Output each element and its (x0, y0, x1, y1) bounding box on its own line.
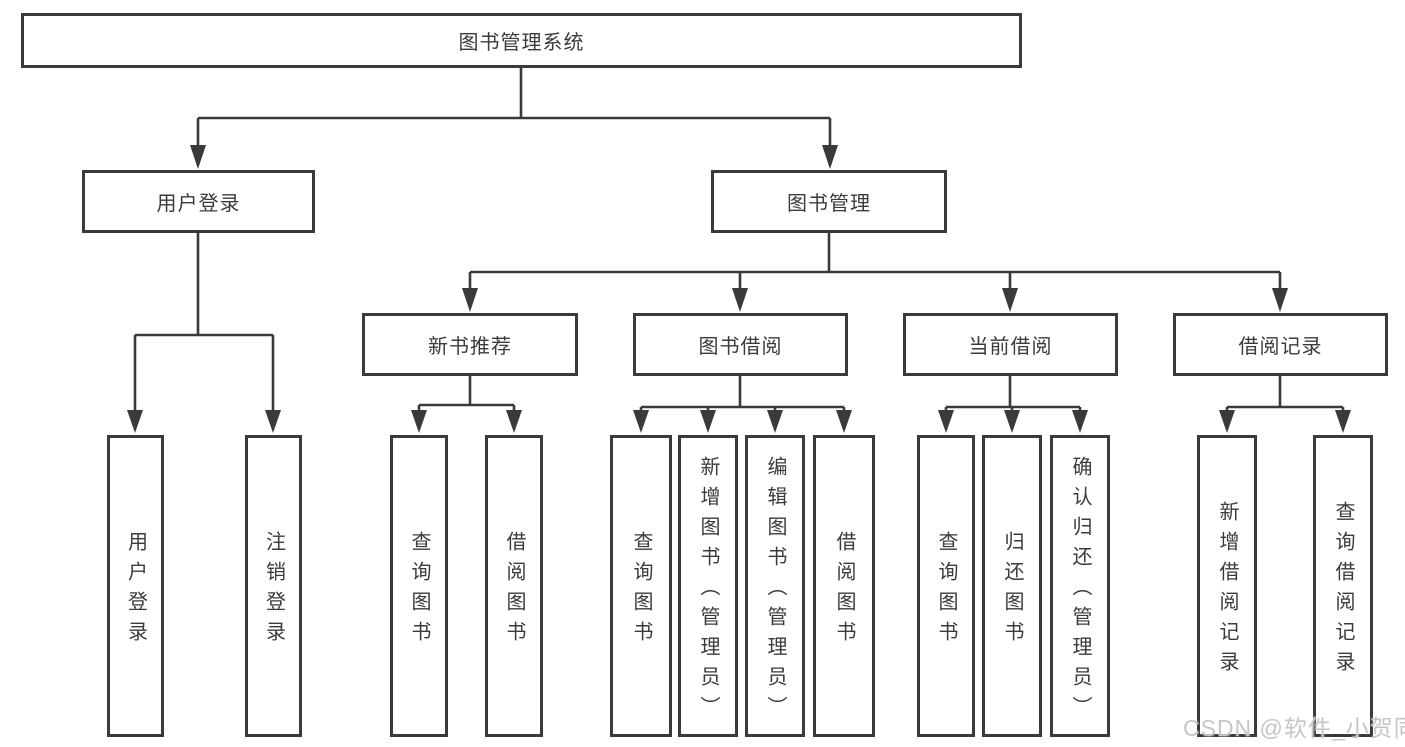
watermark-csdn: CSDN @软件_小贺同学 (1183, 715, 1405, 741)
node-label: 新增借阅记录 (1216, 501, 1238, 681)
node-label: 借阅记录 (1238, 336, 1323, 358)
connector-segments (133, 68, 1345, 412)
node-leaf-add-borrow-record: 新增借阅记录 (1197, 435, 1257, 737)
node-leaf-user-login: 用户登录 (107, 435, 164, 737)
node-label: 新增图书（管理员） (697, 456, 719, 726)
node-label: 归还图书 (1001, 531, 1023, 651)
node-leaf-return-books: 归还图书 (982, 435, 1042, 737)
node-label: 查询图书 (630, 531, 652, 651)
node-label: 查询借阅记录 (1332, 501, 1354, 681)
node-system-title: 图书管理系统 (21, 13, 1022, 68)
node-leaf-search-books-3: 查询图书 (917, 435, 975, 737)
node-current-borrowing: 当前借阅 (903, 313, 1118, 376)
node-label: 用户登录 (124, 531, 147, 651)
node-label: 借阅图书 (503, 531, 525, 651)
node-label: 借阅图书 (833, 531, 855, 651)
node-label: 当前借阅 (968, 336, 1053, 358)
node-user-login: 用户登录 (82, 170, 315, 233)
node-label: 新书推荐 (428, 336, 512, 358)
node-leaf-search-books-2: 查询图书 (610, 435, 672, 737)
node-leaf-borrow-books-2: 借阅图书 (813, 435, 875, 737)
node-book-borrowing: 图书借阅 (633, 313, 848, 376)
node-label: 查询图书 (935, 531, 957, 651)
node-label: 图书借阅 (698, 336, 783, 358)
node-leaf-add-book-admin: 新增图书（管理员） (678, 435, 738, 737)
node-new-book-recommend: 新书推荐 (362, 313, 578, 376)
node-leaf-borrow-books-1: 借阅图书 (485, 435, 543, 737)
node-label: 图书管理系统 (458, 32, 585, 54)
node-label: 确认归还（管理员） (1069, 456, 1091, 726)
node-label: 查询图书 (408, 531, 430, 651)
node-book-management: 图书管理 (711, 170, 947, 233)
node-borrowing-records: 借阅记录 (1173, 313, 1388, 376)
node-label: 图书管理 (787, 193, 871, 215)
node-leaf-confirm-return-admin: 确认归还（管理员） (1050, 435, 1110, 737)
node-leaf-logout: 注销登录 (245, 435, 302, 737)
node-label: 注销登录 (262, 531, 285, 651)
node-label: 编辑图书（管理员） (764, 456, 786, 726)
node-label: 用户登录 (156, 193, 241, 215)
node-leaf-search-books-1: 查询图书 (390, 435, 448, 737)
node-leaf-search-borrow-record: 查询借阅记录 (1313, 435, 1373, 737)
arrowheads (127, 145, 1351, 433)
node-leaf-edit-book-admin: 编辑图书（管理员） (745, 435, 805, 737)
